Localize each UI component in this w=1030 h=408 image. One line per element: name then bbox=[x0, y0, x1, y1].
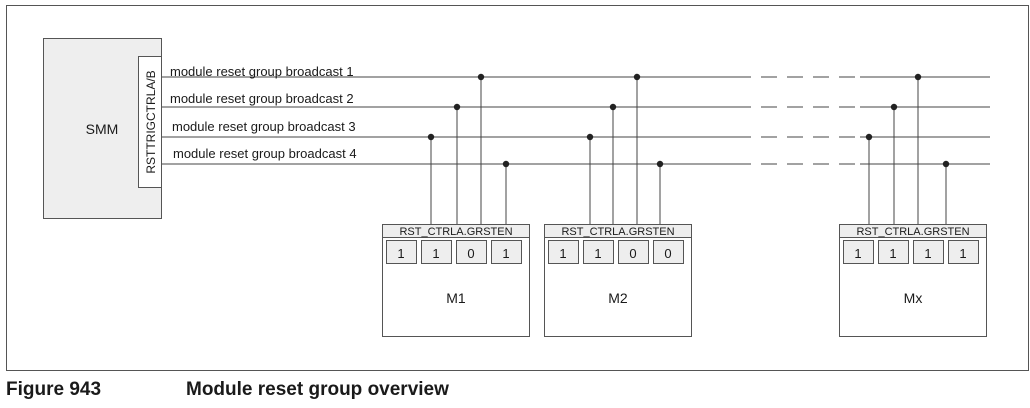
module-label: M2 bbox=[608, 290, 628, 306]
bit-fields: 1 1 1 1 bbox=[843, 240, 979, 264]
junction-dot bbox=[609, 103, 617, 111]
module-m2: RST_CTRLA.GRSTEN 1 1 0 0 M2 bbox=[544, 224, 692, 337]
register-label: RST_CTRLA.GRSTEN bbox=[856, 226, 969, 238]
bit-cell bbox=[386, 240, 417, 264]
junction-dot bbox=[942, 160, 950, 168]
bit-cell bbox=[548, 240, 579, 264]
bit-cell bbox=[491, 240, 522, 264]
junction-dot bbox=[502, 160, 510, 168]
broadcast-label-4: module reset group broadcast 4 bbox=[173, 146, 357, 161]
broadcast-labels: module reset group broadcast 1 module re… bbox=[170, 64, 357, 161]
figure-number: Figure 943 bbox=[6, 379, 102, 400]
junction-dot bbox=[586, 133, 594, 141]
broadcast-label-2: module reset group broadcast 2 bbox=[170, 91, 354, 106]
broadcast-lines bbox=[162, 73, 990, 224]
module-mx: RST_CTRLA.GRSTEN 1 1 1 1 Mx bbox=[839, 224, 987, 337]
bit-fields: 1 1 0 1 bbox=[386, 240, 522, 264]
bit-fields: 1 1 0 0 bbox=[548, 240, 684, 264]
bit-value: 1 bbox=[854, 246, 861, 261]
bit-value: 1 bbox=[432, 246, 439, 261]
bit-value: 1 bbox=[959, 246, 966, 261]
smm-register-label: RSTTRIGCTRLA/B bbox=[144, 70, 158, 173]
bit-value: 1 bbox=[559, 246, 566, 261]
smm-label: SMM bbox=[86, 121, 119, 137]
bit-value: 1 bbox=[889, 246, 896, 261]
register-label: RST_CTRLA.GRSTEN bbox=[561, 226, 674, 238]
junction-dot bbox=[914, 73, 922, 81]
broadcast-label-1: module reset group broadcast 1 bbox=[170, 64, 354, 79]
junction-dot bbox=[477, 73, 485, 81]
register-header bbox=[544, 224, 692, 238]
junction-dot bbox=[865, 133, 873, 141]
bit-value: 1 bbox=[594, 246, 601, 261]
bit-cell bbox=[583, 240, 614, 264]
module-m1: RST_CTRLA.GRSTEN 1 1 0 1 M1 bbox=[382, 224, 530, 337]
diagram-frame bbox=[6, 5, 1029, 371]
bit-cell bbox=[878, 240, 909, 264]
bit-value: 0 bbox=[664, 246, 671, 261]
register-label: RST_CTRLA.GRSTEN bbox=[399, 226, 512, 238]
bit-cell bbox=[618, 240, 649, 264]
bit-value: 0 bbox=[629, 246, 636, 261]
bit-cell bbox=[456, 240, 487, 264]
register-header bbox=[382, 224, 530, 238]
bit-cell bbox=[913, 240, 944, 264]
junction-dot bbox=[427, 133, 435, 141]
smm-block: SMM RSTTRIGCTRLA/B bbox=[43, 38, 162, 219]
bit-value: 1 bbox=[502, 246, 509, 261]
bit-cell bbox=[843, 240, 874, 264]
junction-dot bbox=[656, 160, 664, 168]
module-label: Mx bbox=[904, 290, 923, 306]
module-label: M1 bbox=[446, 290, 466, 306]
broadcast-label-3: module reset group broadcast 3 bbox=[172, 119, 356, 134]
bit-cell bbox=[948, 240, 979, 264]
figure-title: Module reset group overview bbox=[186, 379, 449, 400]
bit-cell bbox=[421, 240, 452, 264]
smm-register-box bbox=[138, 56, 162, 188]
bit-cell bbox=[653, 240, 684, 264]
junction-dot bbox=[453, 103, 461, 111]
junction-dot bbox=[633, 73, 641, 81]
bit-value: 1 bbox=[924, 246, 931, 261]
junction-dot bbox=[890, 103, 898, 111]
bit-value: 1 bbox=[397, 246, 404, 261]
bit-value: 0 bbox=[467, 246, 474, 261]
register-header bbox=[839, 224, 987, 238]
